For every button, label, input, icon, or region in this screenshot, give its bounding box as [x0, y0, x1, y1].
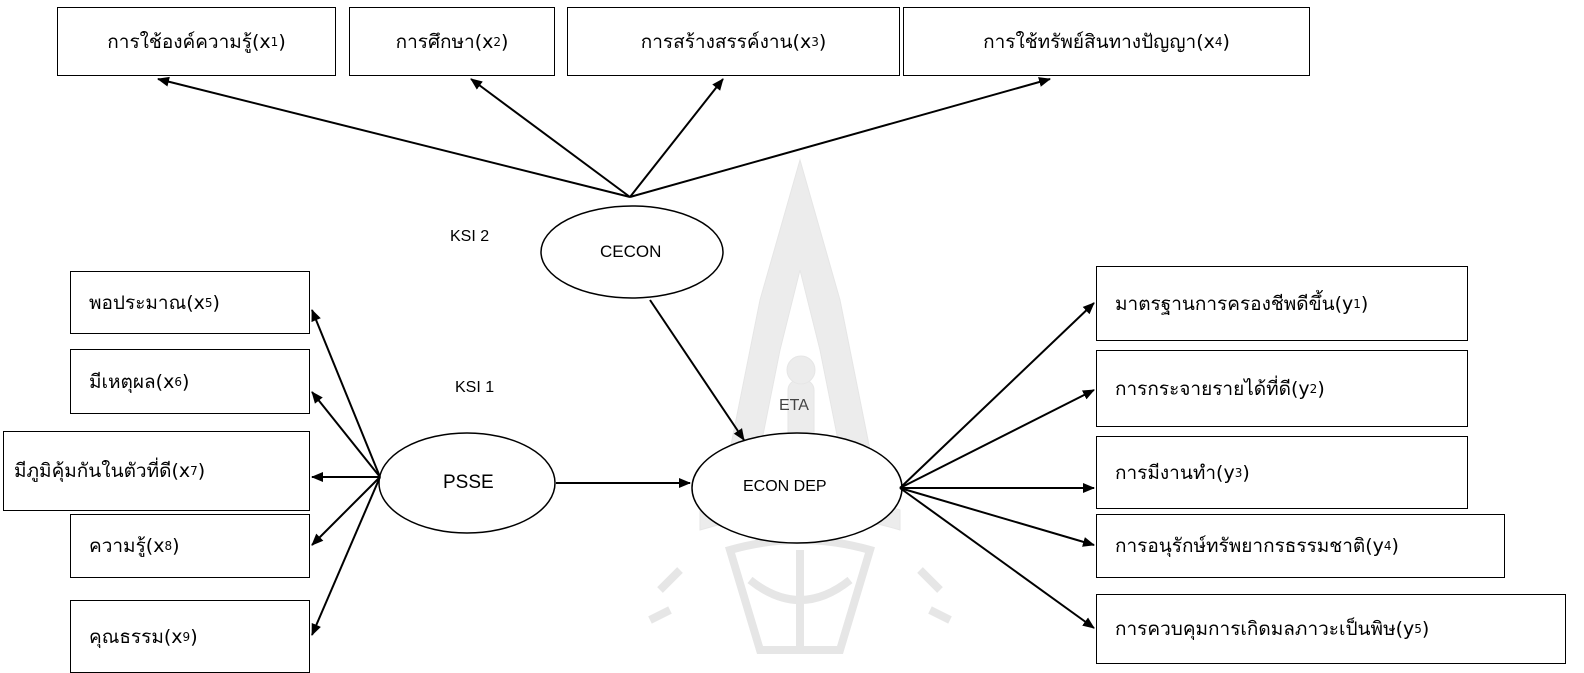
- x4-text: การใช้ทรัพย์สินทางปัญญา: [983, 30, 1197, 53]
- x9-var: x: [171, 625, 183, 648]
- eta-label: ETA: [779, 397, 809, 414]
- x3-var: x: [799, 30, 812, 53]
- x8-text: ความรู้: [89, 535, 146, 557]
- x7-text: มีภูมิคุ้มกันในตัวที่ดี: [14, 460, 172, 482]
- y4-text: การอนุรักษ์ทรัพยากรธรรมชาติ: [1115, 535, 1366, 557]
- path-cecon-econ: [649, 299, 745, 441]
- psse-ellipse: [378, 432, 556, 534]
- x3-close: ): [818, 30, 827, 53]
- y4-idx: 4: [1383, 539, 1392, 553]
- y1-idx: 1: [1353, 296, 1361, 311]
- econ-dep-label: ECON DEP: [743, 478, 827, 495]
- y4-close: ): [1391, 535, 1399, 557]
- y4-var: y: [1372, 535, 1384, 557]
- cecon-ellipse: [540, 205, 724, 299]
- x1-text: การใช้องค์ความรู้: [107, 30, 252, 53]
- path-psse-x8: [311, 476, 381, 546]
- x2-idx: 2: [493, 34, 502, 49]
- path-cecon-x1: [157, 76, 631, 198]
- x5-idx: 5: [204, 295, 213, 310]
- y2-idx: 2: [1309, 381, 1318, 396]
- x7-close: ): [197, 460, 206, 482]
- y5-var: y: [1403, 618, 1415, 640]
- path-psse-x9: [311, 476, 381, 636]
- x4-var: x: [1203, 30, 1215, 53]
- path-psse-x6: [311, 391, 381, 478]
- ksi1-label: KSI 1: [455, 379, 495, 396]
- y2-text: การกระจายรายได้ที่ดี: [1115, 377, 1291, 400]
- x1-idx: 1: [270, 34, 279, 49]
- x4-idx: 4: [1214, 34, 1223, 49]
- x5-close: ): [212, 291, 220, 314]
- y3-close: ): [1242, 461, 1250, 484]
- y1-close: ): [1360, 292, 1369, 315]
- path-econ-y2: [899, 389, 1095, 489]
- y3-idx: 3: [1234, 465, 1243, 480]
- x6-text: มีเหตุผล: [89, 370, 156, 393]
- x6-close: ): [181, 370, 190, 393]
- x1-close: ): [278, 30, 286, 53]
- y2-close: ): [1317, 377, 1325, 400]
- x7-idx: 7: [190, 464, 198, 478]
- y1-var: y: [1342, 292, 1354, 315]
- cecon-label: CECON: [600, 242, 662, 261]
- y5-text: การควบคุมการเกิดมลภาวะเป็นพิษ: [1115, 618, 1396, 640]
- y5-idx: 5: [1414, 622, 1422, 636]
- x3-idx: 3: [811, 34, 819, 49]
- x8-idx: 8: [164, 539, 173, 553]
- x2-text: การศึกษา: [395, 30, 475, 53]
- path-econ-y4: [899, 487, 1095, 547]
- ksi2-label: KSI 2: [450, 228, 490, 245]
- y3-var: y: [1223, 461, 1235, 484]
- path-cecon-x2: [470, 78, 631, 198]
- x1-var: x: [259, 30, 271, 53]
- x2-var: x: [482, 30, 494, 53]
- x4-close: ): [1222, 30, 1230, 53]
- x8-var: x: [153, 535, 165, 557]
- x8-close: ): [172, 535, 180, 557]
- psse-label: PSSE: [443, 472, 494, 493]
- x5-var: x: [193, 291, 205, 314]
- x3-text: การสร้างสรรค์งาน: [640, 30, 793, 53]
- x6-var: x: [163, 370, 175, 393]
- path-cecon-x4: [629, 77, 1051, 198]
- x7-var: x: [178, 460, 191, 482]
- x6-idx: 6: [174, 374, 182, 389]
- path-cecon-x3: [629, 78, 724, 198]
- y2-var: y: [1298, 377, 1310, 400]
- path-psse-x5: [311, 309, 381, 478]
- x2-close: ): [501, 30, 509, 53]
- x9-idx: 9: [182, 629, 191, 644]
- path-econ-y5: [899, 487, 1095, 629]
- y5-close: ): [1421, 618, 1430, 640]
- y3-text: การมีงานทำ: [1115, 461, 1217, 484]
- x9-text: คุณธรรม: [89, 625, 164, 648]
- x9-close: ): [190, 625, 198, 648]
- x5-text: พอประมาณ: [89, 291, 187, 314]
- y1-text: มาตรฐานการครองชีพดีขึ้น: [1115, 292, 1335, 315]
- path-econ-y1: [899, 302, 1095, 489]
